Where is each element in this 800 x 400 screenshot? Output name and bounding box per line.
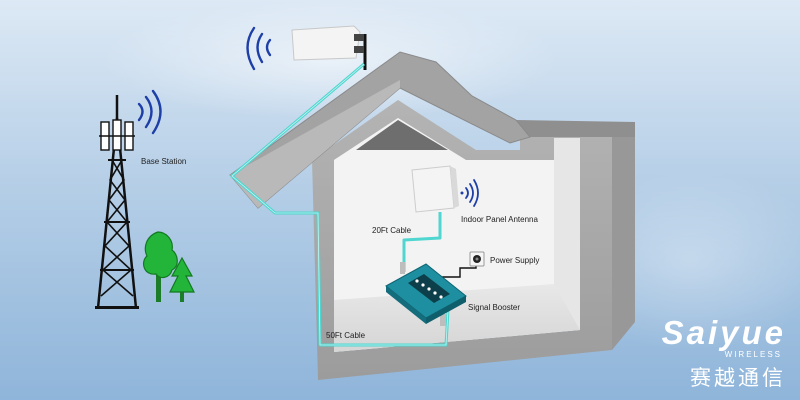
brand-name: Saiyue [661,314,786,351]
house-side-wall [612,137,635,350]
base-station-label: Base Station [141,157,187,166]
house-roof-edge [230,80,400,208]
brand-subtitle: WIRELESS [724,350,782,359]
cable-50ft-label: 50Ft Cable [326,331,366,340]
power-outlet-icon [469,251,485,267]
outdoor-antenna [291,25,367,70]
base-station-tower [95,95,139,309]
signal-booster [385,262,467,326]
tower-signal-icon [137,89,162,135]
brand-chinese-name: 赛越通信 [690,366,786,390]
booster-indicator-lights [415,279,443,299]
power-supply-label: Power Supply [490,256,540,265]
house-front-wall [312,100,612,380]
cable-20ft [402,212,442,272]
background-glow [100,0,560,120]
cable-20ft-label: 20Ft Cable [372,226,412,235]
indoor-panel-antenna [411,165,459,213]
outdoor-antenna-signal-icon [246,26,272,71]
signal-booster-label: Signal Booster [468,303,521,312]
tree-icon [169,256,195,302]
indoor-antenna-signal-icon [460,179,479,207]
indoor-antenna-label: Indoor Panel Antenna [461,215,538,224]
tree-icon [143,231,178,302]
brand-logo: Saiyue WIRELESS 赛越通信 [616,316,786,392]
